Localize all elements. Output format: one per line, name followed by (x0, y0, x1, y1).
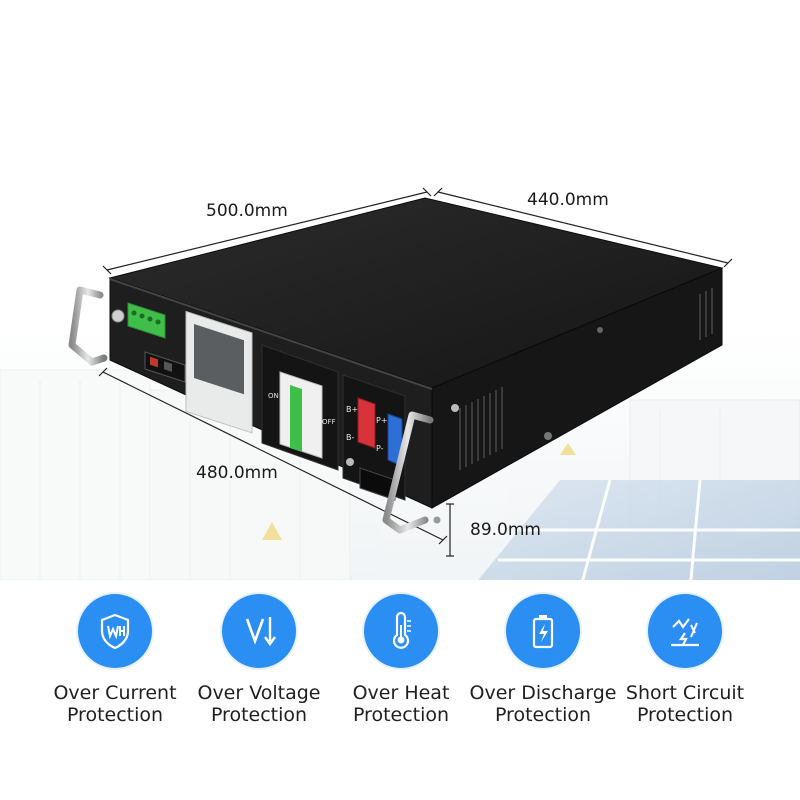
short-circuit-icon (671, 618, 699, 647)
p-plus-label: P+ (376, 416, 388, 425)
feature-over-voltage: Over Voltage Protection (174, 594, 344, 726)
breaker-lever (290, 385, 302, 452)
p-minus-label: P- (376, 444, 384, 453)
breaker-on-label: ON (268, 392, 279, 400)
green-connector (127, 302, 166, 339)
feature-short-circuit: Short Circuit Protection (600, 594, 770, 726)
voltage-arrow-icon (245, 617, 276, 647)
product-scene: ON OFF B+ B- P+ P- (0, 187, 800, 580)
feature-icon-circle (364, 594, 438, 668)
b-plus-label: B+ (346, 405, 358, 414)
width-dimension-label: 500.0mm (206, 201, 288, 221)
feature-over-current: Over Current Protection (30, 594, 200, 726)
solar-panels (478, 479, 800, 580)
feature-caption: Over Voltage Protection (197, 682, 321, 726)
comm-ports (144, 351, 186, 383)
height-dimension-label: 89.0mm (470, 520, 541, 540)
feature-caption: Over Heat Protection (352, 682, 450, 726)
shield-current-icon (100, 613, 130, 650)
power-socket (359, 467, 396, 501)
reset-knob (111, 309, 125, 323)
red-terminal (357, 397, 376, 449)
display-screen (194, 324, 244, 395)
feature-icon-circle (78, 594, 152, 668)
feature-over-heat: Over Heat Protection (316, 594, 486, 726)
battery-module: ON OFF B+ B- P+ P- (68, 197, 724, 534)
feature-over-discharge: Over Discharge Protection (458, 594, 628, 726)
feature-caption: Over Discharge Protection (469, 682, 617, 726)
thermometer-icon (392, 611, 411, 649)
ground-screw (346, 458, 354, 466)
left-handle (68, 286, 108, 366)
b-minus-label: B- (346, 433, 354, 442)
protection-features: Over Current Protection Over Voltage Pro… (0, 594, 800, 744)
battery-bolt-icon (532, 615, 554, 649)
breaker-off-label: OFF (322, 418, 336, 426)
feature-icon-circle (506, 594, 580, 668)
feature-icon-circle (222, 594, 296, 668)
right-handle (382, 411, 434, 534)
front-dimension-label: 480.0mm (196, 463, 278, 483)
feature-caption: Over Current Protection (53, 682, 177, 726)
depth-dimension-label: 440.0mm (527, 190, 609, 210)
feature-icon-circle (648, 594, 722, 668)
feature-caption: Short Circuit Protection (625, 682, 745, 726)
side-vents (459, 288, 713, 470)
